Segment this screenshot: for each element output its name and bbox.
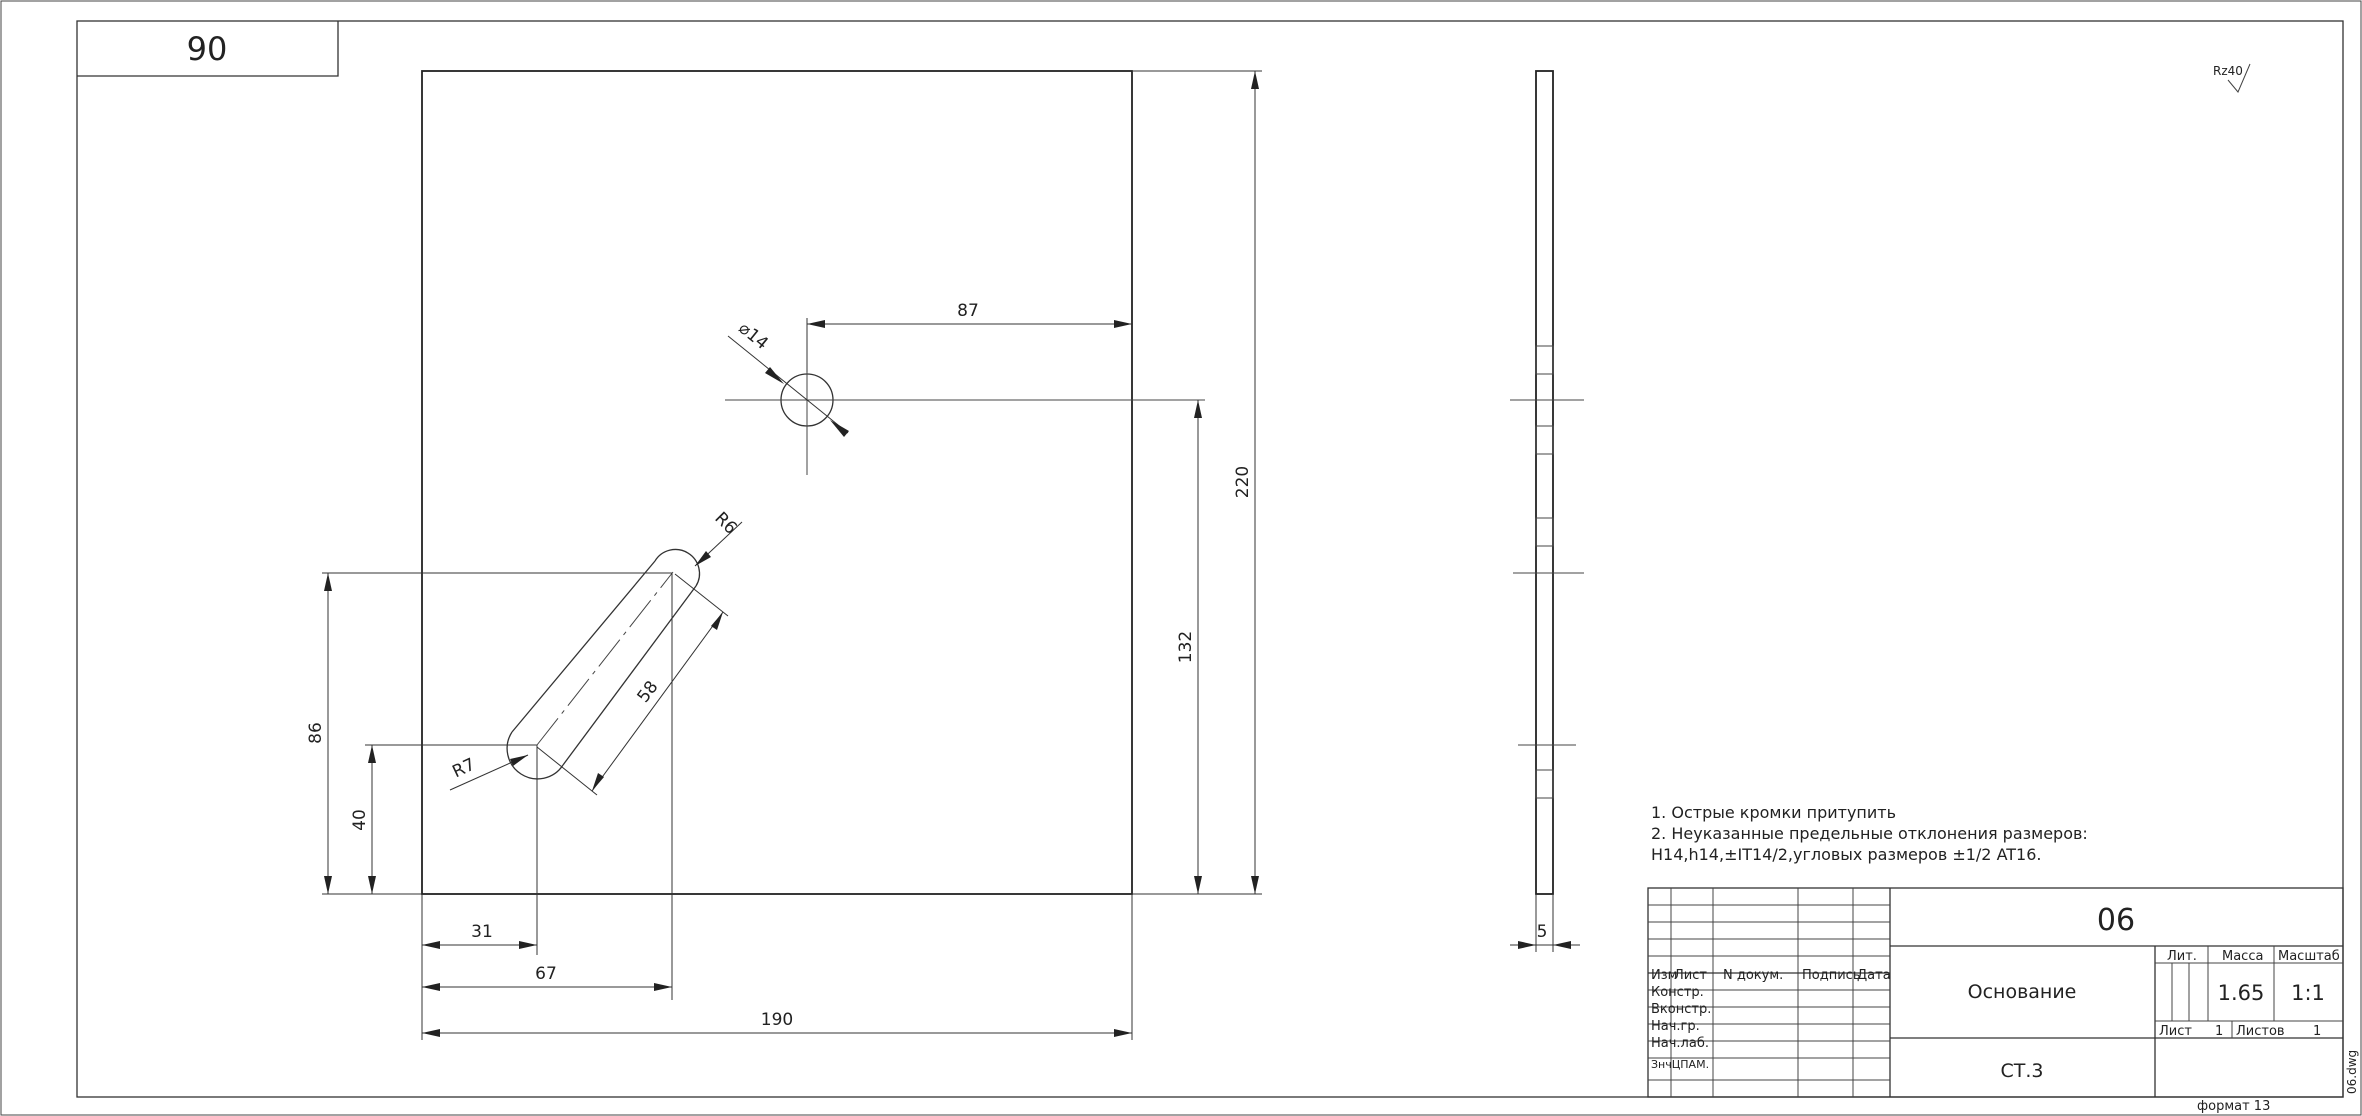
dim-slot-radius-bottom: R7	[449, 755, 478, 783]
dim-slot-bottom-height: 40	[350, 809, 370, 831]
roughness-symbol: Rz40	[2213, 63, 2251, 93]
tb-row-vconstr: Вконстр.	[1651, 1002, 1711, 1017]
tb-scale-value: 1:1	[2291, 981, 2325, 1005]
corner-label-box: 90	[77, 21, 339, 77]
tb-part-name: Основание	[1968, 981, 2077, 1003]
tb-col-signature: Подпись	[1802, 968, 1860, 983]
section-hatch-2	[1535, 425, 1554, 455]
dim-thickness: 5	[1537, 922, 1548, 942]
dim-overall-height: 220	[1233, 466, 1253, 498]
tb-col-izm: Изм	[1651, 968, 1677, 983]
slot-centerline	[536, 571, 674, 746]
dim-slot-31: 31	[471, 922, 493, 942]
section-hatch-4	[1535, 769, 1554, 799]
slot	[506, 548, 701, 780]
tb-row-znch: ЗнчЦПАМ.	[1651, 1058, 1709, 1071]
plate-outline	[421, 70, 1133, 895]
dim-slot-length: 58	[634, 677, 663, 706]
tb-sheets-value: 1	[2313, 1024, 2321, 1039]
tb-file-name: 06.dwg	[2345, 1050, 2359, 1094]
dim-hole-offset-x: 87	[957, 301, 979, 321]
title-block: Изм Лист N докум. Подпись Дата Констр. В…	[1647, 887, 2359, 1114]
dim-hole-diameter: ⌀14	[734, 318, 771, 354]
tb-row-nachlab: Нач.лаб.	[1651, 1036, 1709, 1051]
tb-format: формат 13	[2197, 1099, 2270, 1114]
dim-slot-top-height: 86	[306, 722, 326, 744]
corner-label: 90	[187, 30, 228, 68]
tb-col-doc: N докум.	[1723, 968, 1783, 983]
tb-designation: 06	[2097, 903, 2135, 938]
tb-material: СТ.3	[2000, 1060, 2043, 1082]
tb-row-nachgr: Нач.гр.	[1651, 1019, 1700, 1034]
roughness-label: Rz40	[2213, 64, 2243, 78]
dim-overall-width: 190	[761, 1010, 793, 1030]
side-plate-outline	[1535, 70, 1554, 895]
note-line-2: 2. Неуказанные предельные отклонения раз…	[1651, 824, 2088, 843]
tb-sheet-value: 1	[2215, 1024, 2223, 1039]
main-view: 190 67 31 87 220 132 86 4	[306, 70, 1262, 1040]
side-view: 5	[1510, 70, 1584, 952]
tb-row-constr: Констр.	[1651, 985, 1704, 1000]
dim-slot-radius-top: R6	[710, 508, 740, 538]
technical-notes: 1. Острые кромки притупить 2. Неуказанны…	[1651, 803, 2088, 864]
tb-lit-label: Лит.	[2167, 949, 2197, 964]
note-line-3: H14,h14,±IT14/2,угловых размеров ±1/2 AT…	[1651, 845, 2042, 864]
tb-sheet-label: Лист	[2159, 1024, 2192, 1039]
section-hatch-3	[1535, 517, 1554, 547]
tb-sheets-label: Листов	[2236, 1024, 2285, 1039]
section-hatch-1	[1535, 345, 1554, 375]
drawing-frame	[76, 20, 2344, 1098]
note-line-1: 1. Острые кромки притупить	[1651, 803, 1896, 822]
tb-col-date: Дата	[1857, 968, 1891, 983]
tb-mass-label: Масса	[2222, 949, 2263, 964]
tb-col-list: Лист	[1674, 968, 1707, 983]
dim-slot-67: 67	[535, 964, 557, 984]
dim-hole-height: 132	[1176, 631, 1196, 663]
tb-mass-value: 1.65	[2218, 981, 2265, 1005]
tb-scale-label: Масштаб	[2278, 949, 2340, 964]
